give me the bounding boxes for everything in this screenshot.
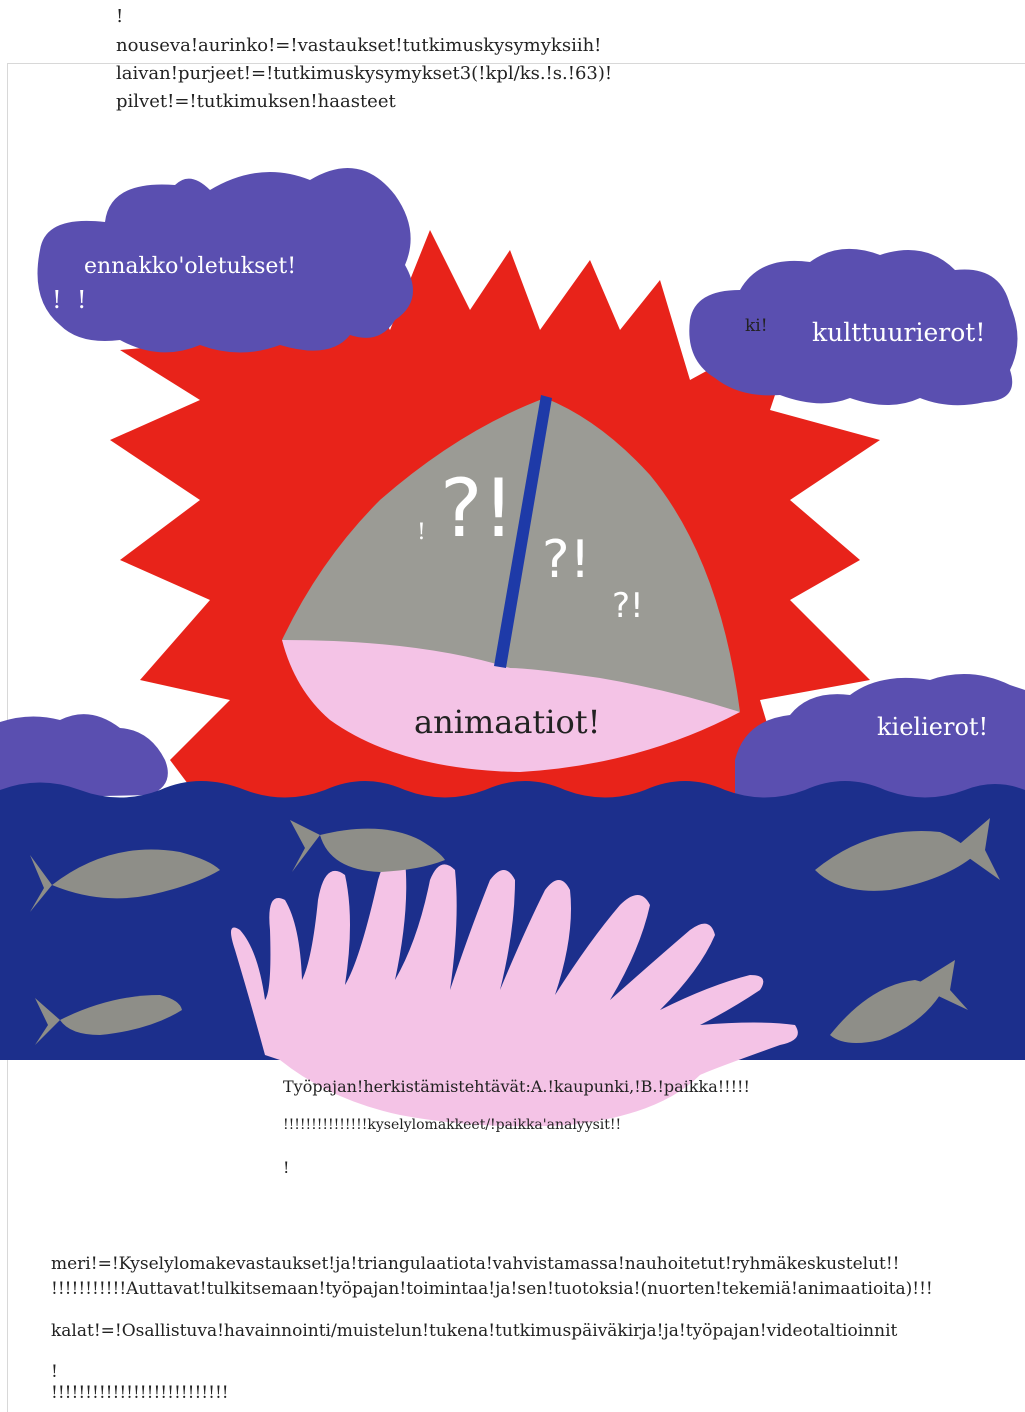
sail-mark-medium: ?! — [542, 530, 590, 590]
cloud-left-label: ennakko'oletukset! — [84, 254, 296, 279]
sail-small-mark: ! — [417, 520, 426, 545]
sail-mark-large: ?! — [440, 462, 515, 555]
footer-line-2: !!!!!!!!!!!Auttavat!tulkitsemaan!työpaja… — [51, 1279, 933, 1299]
footer-line-1: meri!=!Kyselylomakevastaukset!ja!triangu… — [51, 1254, 900, 1274]
footer-line-4: ! — [51, 1362, 58, 1382]
footer-line-5: !!!!!!!!!!!!!!!!!!!!!!!!!! — [51, 1383, 229, 1403]
boat-label: animaatiot! — [414, 703, 601, 741]
cloud-right-label: kulttuurierot! — [812, 318, 985, 347]
footer-line-3: kalat!=!Osallistuva!havainnointi/muistel… — [51, 1321, 897, 1341]
sail-mark-small: ?! — [612, 586, 644, 626]
splash-line-1: Työpajan!herkistämistehtävät:A.!kaupunki… — [283, 1077, 750, 1096]
cloud-left-marks: ! ! — [52, 286, 87, 314]
cloud-low-right-label: kielierot! — [877, 713, 988, 741]
cloud-right-prefix: ki! — [745, 316, 768, 336]
splash-line-3: ! — [283, 1158, 289, 1177]
splash-line-2: !!!!!!!!!!!!!!!kyselylomakkeet/!paikka'a… — [283, 1117, 621, 1133]
